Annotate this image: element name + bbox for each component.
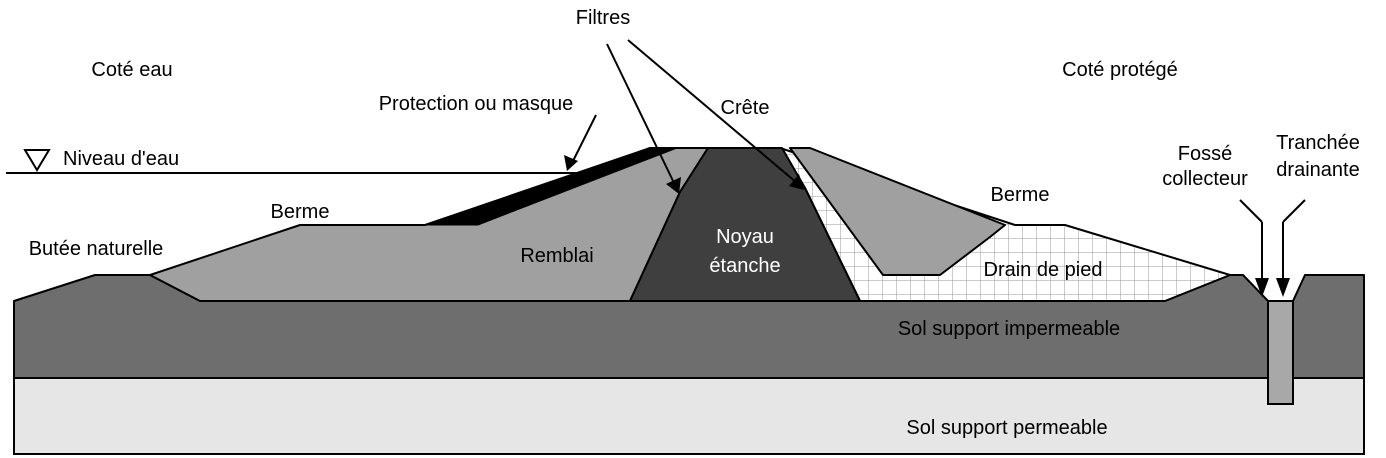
water-level-icon [23, 149, 51, 172]
fosse-label-line1: Fossé [1178, 143, 1232, 165]
sol-impermeable-label: Sol support impermeable [898, 318, 1120, 340]
tranchee-label-line2: drainante [1276, 159, 1359, 181]
remblai-label: Remblai [520, 245, 593, 267]
fosse-arrowhead [1255, 278, 1269, 297]
leader-lines [571, 39, 1306, 280]
fosse-arrow-line-a [1239, 199, 1263, 223]
filter-arrow-left-line [606, 43, 676, 186]
berme-left-label: Berme [271, 201, 330, 223]
drain-label: Drain de pied [984, 259, 1103, 281]
filter-right-arrowhead [789, 174, 804, 190]
protection-arrow-line [571, 114, 597, 164]
tranchee-arrow-line-a [1282, 199, 1306, 223]
protection-arrowhead [564, 155, 578, 171]
protection-label: Protection ou masque [379, 93, 574, 115]
arrowheads [564, 155, 1290, 297]
noyau-label-line2: étanche [709, 255, 780, 277]
tranchee-label-line1: Tranchée [1276, 132, 1360, 154]
tranchee-arrowhead [1276, 278, 1290, 297]
cote-protege-label: Coté protégé [1062, 59, 1178, 81]
butee-label: Butée naturelle [29, 238, 164, 260]
fosse-label-line2: collecteur [1162, 168, 1248, 190]
noyau-label-line1: Noyau [716, 226, 774, 248]
sol-permeable-label: Sol support permeable [906, 417, 1107, 439]
berme-right-label: Berme [991, 184, 1050, 206]
filter-left-arrowhead [666, 177, 681, 194]
filtres-label: Filtres [576, 7, 630, 29]
cote-eau-label: Coté eau [91, 59, 172, 81]
niveau-eau-label: Niveau d'eau [63, 148, 179, 170]
drainage-trench [1267, 300, 1294, 405]
downstream-embankment [789, 147, 1006, 276]
permeable-soil-layer [13, 377, 1365, 455]
crete-label: Crête [721, 97, 770, 119]
filter-arrow-right-line [627, 39, 798, 184]
impermeable-soil-layer [13, 274, 1365, 379]
